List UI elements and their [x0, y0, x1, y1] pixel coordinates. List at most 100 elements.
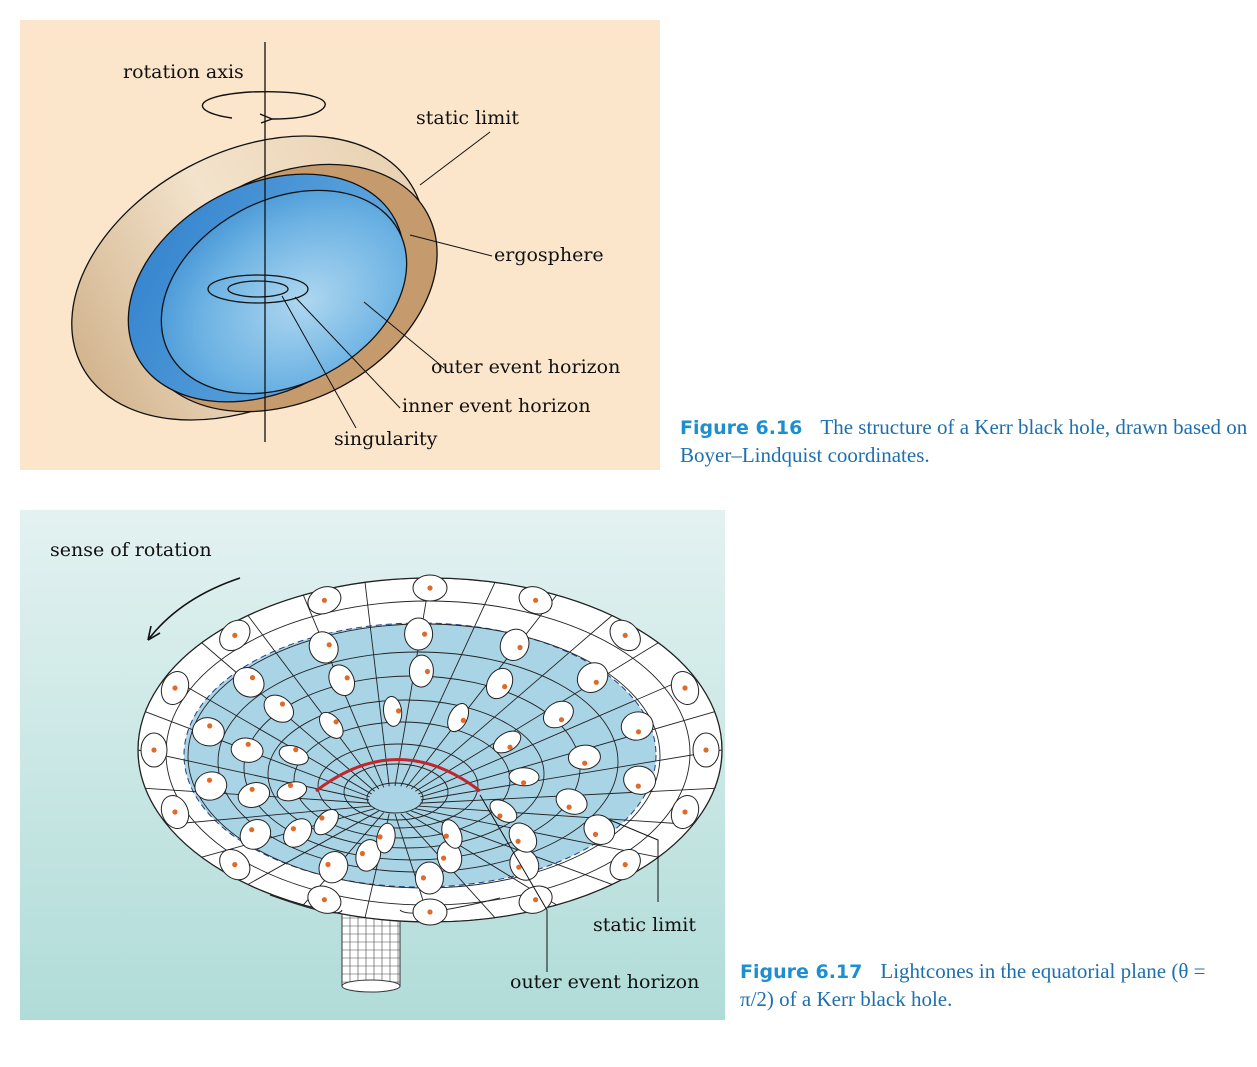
lightcone-origin-dot	[427, 585, 433, 591]
lightcone	[499, 628, 530, 661]
lightcone-origin-dot	[245, 741, 251, 747]
grid-spoke	[418, 805, 694, 826]
lightcone	[542, 700, 574, 729]
lightcone	[567, 744, 601, 770]
outer-event-horizon-arc	[315, 758, 481, 793]
lightcone-origin-dot	[635, 783, 641, 789]
lightcone	[318, 851, 349, 884]
lightcone-origin-dot	[287, 782, 294, 788]
lightcone	[576, 662, 609, 693]
label-static-limit: static limit	[416, 107, 519, 129]
lightcone-origin-dot	[593, 679, 599, 685]
lightcone	[441, 819, 463, 849]
lightcone	[319, 711, 344, 739]
grid-spoke	[166, 674, 372, 795]
lightcone	[489, 799, 518, 823]
figure-6-17-diagram: sense of rotation static limit outer eve…	[20, 510, 725, 1020]
inner-event-horizon-surface	[160, 189, 408, 395]
lightcone-origin-dot	[249, 675, 256, 681]
lightcone-origin-dot	[521, 780, 527, 786]
lightcone	[509, 848, 540, 881]
label-ergosphere: ergosphere	[494, 244, 604, 266]
lightcone-origin-dot	[279, 701, 286, 707]
grid-spoke	[166, 805, 372, 826]
lightcone	[237, 782, 271, 808]
lightcone-origin-dot	[622, 632, 628, 638]
lightcone-origin-dot	[344, 675, 350, 681]
lightcone-origin-dot	[319, 815, 325, 821]
lightcone-origin-dot	[460, 717, 466, 723]
label-singularity: singularity	[334, 428, 438, 450]
lightcone-origin-dot	[359, 850, 365, 857]
lightcone	[328, 664, 356, 697]
rotation-arrow-icon	[201, 91, 326, 120]
lightcone-origin-dot	[497, 813, 503, 819]
lightcone	[276, 781, 308, 802]
lightcone-origin-dot	[420, 875, 426, 881]
caption-number: Figure 6.16	[680, 417, 803, 439]
lightcone-origin-dot	[290, 826, 296, 832]
lightcone	[313, 808, 339, 836]
lightcone-origin-dot	[232, 632, 238, 638]
lightcone-origin-dot	[502, 684, 508, 690]
grid-spoke	[400, 582, 496, 787]
lightcone	[623, 765, 657, 795]
lightcone	[508, 767, 540, 787]
lightcone	[230, 737, 264, 763]
grid-ring	[366, 782, 424, 814]
lightcone-origin-dot	[582, 760, 588, 766]
lightcone-origin-dot	[206, 777, 213, 783]
lightcone-origin-dot	[293, 747, 299, 753]
lightcone	[376, 822, 396, 854]
lightcone-origin-dot	[515, 838, 521, 844]
lightcone-origin-dot	[321, 897, 327, 903]
lightcone	[620, 711, 654, 741]
grid-spoke	[138, 749, 370, 801]
lightcone-origin-dot	[682, 809, 688, 815]
grid-ring	[343, 763, 449, 821]
lightcone-origin-dot	[396, 708, 402, 714]
lightcone	[283, 818, 313, 848]
grid-spoke	[247, 810, 380, 885]
grid-spoke	[415, 808, 659, 858]
grid-spoke	[364, 582, 390, 787]
caption-text: Lightcones in the equatorial plane (θ = …	[740, 959, 1206, 1011]
lightcone	[278, 744, 309, 766]
label-outer-event-horizon: outer event horizon	[510, 971, 699, 993]
lightcone-origin-dot	[622, 862, 628, 868]
lightcone	[191, 717, 225, 747]
caption-text: The structure of a Kerr black hole, draw…	[680, 415, 1248, 467]
grid-spoke	[418, 674, 694, 795]
lightcone-origin-dot	[566, 804, 572, 810]
figure-6-16-diagram: rotation axis static limit ergosphere ou…	[20, 20, 660, 470]
label-outer-event-horizon: outer event horizon	[431, 356, 620, 378]
lightcone	[404, 617, 434, 651]
grid-spoke	[247, 615, 380, 790]
lightcone-origin-dot	[533, 597, 539, 603]
funnel-throat	[341, 909, 401, 993]
lightcone-origin-dot	[443, 833, 449, 839]
lightcone	[414, 861, 444, 895]
label-sense-of-rotation: sense of rotation	[50, 539, 212, 561]
lightcone-origin-dot	[333, 719, 339, 725]
lightcone-origin-dot	[232, 862, 238, 868]
grid-spoke	[405, 594, 558, 788]
lightcone-origin-dot	[321, 597, 327, 603]
lightcone-origin-dot	[422, 631, 428, 637]
grid-spoke	[420, 749, 722, 801]
lightcone-origin-dot	[151, 747, 157, 753]
lightcone-origin-dot	[558, 717, 565, 723]
lightcone	[308, 631, 339, 664]
grid-ring	[317, 743, 479, 829]
lightcone-origin-dot	[635, 729, 642, 735]
lightcone	[555, 788, 588, 815]
lightcone-origin-dot	[172, 685, 178, 691]
lightcone-origin-dot	[441, 855, 447, 861]
lightcone-origin-dot	[325, 861, 331, 868]
lightcone	[508, 822, 538, 853]
lightcone-origin-dot	[172, 809, 178, 815]
lightcone-origin-dot	[533, 897, 539, 903]
lightcone	[355, 839, 382, 872]
